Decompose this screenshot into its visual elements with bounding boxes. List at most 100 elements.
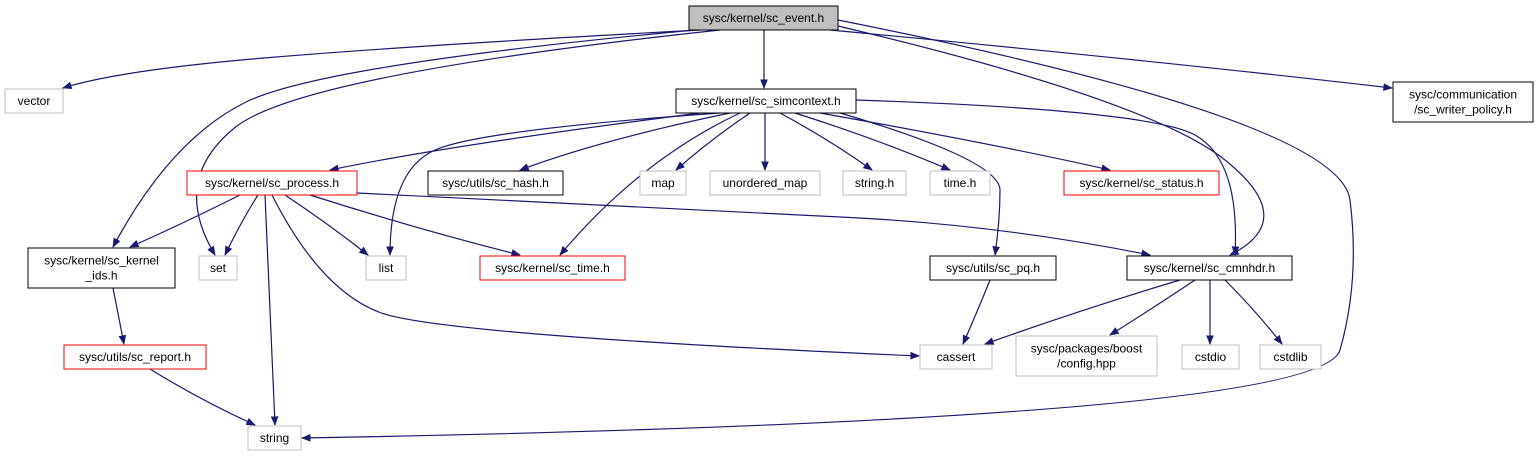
node-label: string.h: [855, 176, 894, 190]
node-string[interactable]: string: [247, 425, 302, 451]
node-label: vector: [18, 94, 51, 108]
node-sc-cmnhdr[interactable]: sysc/kernel/sc_cmnhdr.h: [1126, 255, 1293, 281]
node-cstdlib[interactable]: cstdlib: [1259, 344, 1322, 370]
edge-sc-simcontext-to-sc-hash: [519, 112, 731, 171]
node-label: set: [210, 261, 227, 275]
node-box: [919, 344, 993, 370]
node-box: [198, 255, 238, 281]
node-label: time.h: [944, 176, 977, 190]
edge-sc-event-to-sc-cmnhdr: [837, 25, 1265, 256]
edge-sc-cmnhdr-to-cstdlib: [1224, 279, 1283, 345]
node-label: sysc/kernel/sc_event.h: [703, 11, 824, 25]
node-sc-status[interactable]: sysc/kernel/sc_status.h: [1063, 170, 1220, 196]
edge-sc-simcontext-to-sc-status: [819, 112, 1111, 172]
node-label: cstdio: [1195, 350, 1227, 364]
node-label: /config.hpp: [1057, 357, 1116, 371]
node-cassert[interactable]: cassert: [919, 344, 993, 370]
node-box: [688, 5, 839, 31]
node-label: sysc/packages/boost: [1031, 342, 1143, 356]
node-label: unordered_map: [723, 176, 808, 190]
node-sc-time[interactable]: sysc/kernel/sc_time.h: [479, 255, 626, 281]
node-sc-hash[interactable]: sysc/utils/sc_hash.h: [427, 170, 564, 196]
node-sc-report[interactable]: sysc/utils/sc_report.h: [63, 344, 207, 370]
node-box: [1259, 344, 1322, 370]
node-sc-pq[interactable]: sysc/utils/sc_pq.h: [929, 255, 1057, 281]
node-label: sysc/utils/sc_pq.h: [946, 261, 1040, 275]
edge-sc-process-to-set: [224, 194, 259, 256]
edge-sc-simcontext-to-time-h: [794, 112, 951, 171]
node-box: [1392, 81, 1534, 123]
edge-sc-process-to-sc-cmnhdr: [356, 192, 1151, 258]
node-box: [4, 88, 64, 114]
edge-sc-event-to-string: [301, 19, 1354, 442]
node-string-h[interactable]: string.h: [842, 170, 907, 196]
node-label: /sc_writer_policy.h: [1414, 103, 1512, 117]
node-sc-kernel-ids[interactable]: sysc/kernel/sc_kernel_ids.h: [27, 247, 176, 289]
node-set[interactable]: set: [198, 255, 238, 281]
node-box: [1015, 335, 1158, 377]
node-sc-process[interactable]: sysc/kernel/sc_process.h: [186, 170, 358, 196]
edge-sc-report-to-string: [149, 368, 256, 426]
node-label: string: [260, 431, 289, 445]
node-label: cstdlib: [1273, 350, 1307, 364]
node-label: sysc/communication: [1409, 88, 1517, 102]
node-label: sysc/kernel/sc_status.h: [1079, 176, 1203, 190]
node-box: [479, 255, 626, 281]
node-box: [63, 344, 207, 370]
node-label: sysc/kernel/sc_time.h: [495, 261, 610, 275]
node-unordered-map[interactable]: unordered_map: [709, 170, 821, 196]
edges-layer: [62, 19, 1393, 442]
edge-sc-process-to-string: [264, 194, 279, 426]
node-label: map: [651, 176, 675, 190]
node-time-h[interactable]: time.h: [929, 170, 991, 196]
edge-sc-process-to-sc-time: [309, 194, 521, 257]
node-map[interactable]: map: [639, 170, 687, 196]
edge-sc-simcontext-to-list: [386, 112, 721, 256]
node-cstdio[interactable]: cstdio: [1181, 344, 1240, 370]
node-box: [247, 425, 302, 451]
edge-sc-process-to-cassert: [271, 194, 920, 360]
node-label: sysc/kernel/sc_cmnhdr.h: [1144, 261, 1275, 275]
node-sc-simcontext[interactable]: sysc/kernel/sc_simcontext.h: [675, 88, 857, 114]
edge-sc-event-to-sc-kernel-ids: [112, 29, 696, 248]
edge-sc-simcontext-to-sc-pq: [839, 112, 1001, 256]
node-label: sysc/utils/sc_hash.h: [442, 176, 549, 190]
edge-sc-event-to-vector: [62, 29, 701, 90]
node-label: sysc/utils/sc_report.h: [79, 350, 191, 364]
edge-sc-simcontext-to-sc-cmnhdr: [855, 99, 1240, 256]
edge-sc-process-to-list: [284, 194, 369, 256]
node-label: list: [379, 261, 394, 275]
edge-sc-cmnhdr-to-boost-config: [1109, 279, 1196, 336]
edge-sc-event-to-sc-writer-policy: [829, 29, 1393, 91]
edge-sc-simcontext-to-string-h: [779, 112, 873, 171]
node-box: [427, 170, 564, 196]
node-label: _ids.h: [84, 269, 117, 283]
node-label: cassert: [937, 350, 976, 364]
node-box: [842, 170, 907, 196]
node-boost-config[interactable]: sysc/packages/boost/config.hpp: [1015, 335, 1158, 377]
edge-sc-pq-to-cassert: [962, 279, 991, 345]
node-box: [365, 255, 407, 281]
edge-sc-simcontext-to-sc-process: [329, 112, 701, 172]
node-box: [1181, 344, 1240, 370]
node-box: [675, 88, 857, 114]
node-label: sysc/kernel/sc_simcontext.h: [691, 94, 840, 108]
node-box: [639, 170, 687, 196]
node-sc-writer-policy[interactable]: sysc/communication/sc_writer_policy.h: [1392, 81, 1534, 123]
node-box: [1063, 170, 1220, 196]
node-label: sysc/kernel/sc_kernel: [44, 254, 159, 268]
node-label: sysc/kernel/sc_process.h: [205, 176, 339, 190]
node-vector[interactable]: vector: [4, 88, 64, 114]
node-box: [1126, 255, 1293, 281]
node-list[interactable]: list: [365, 255, 407, 281]
edge-sc-simcontext-to-map: [675, 112, 751, 171]
edge-sc-kernel-ids-to-sc-report: [112, 287, 127, 345]
node-box: [709, 170, 821, 196]
node-sc-event[interactable]: sysc/kernel/sc_event.h: [688, 5, 839, 31]
edge-sc-cmnhdr-to-cassert: [984, 279, 1181, 345]
node-box: [929, 170, 991, 196]
node-box: [186, 170, 358, 196]
node-box: [929, 255, 1057, 281]
